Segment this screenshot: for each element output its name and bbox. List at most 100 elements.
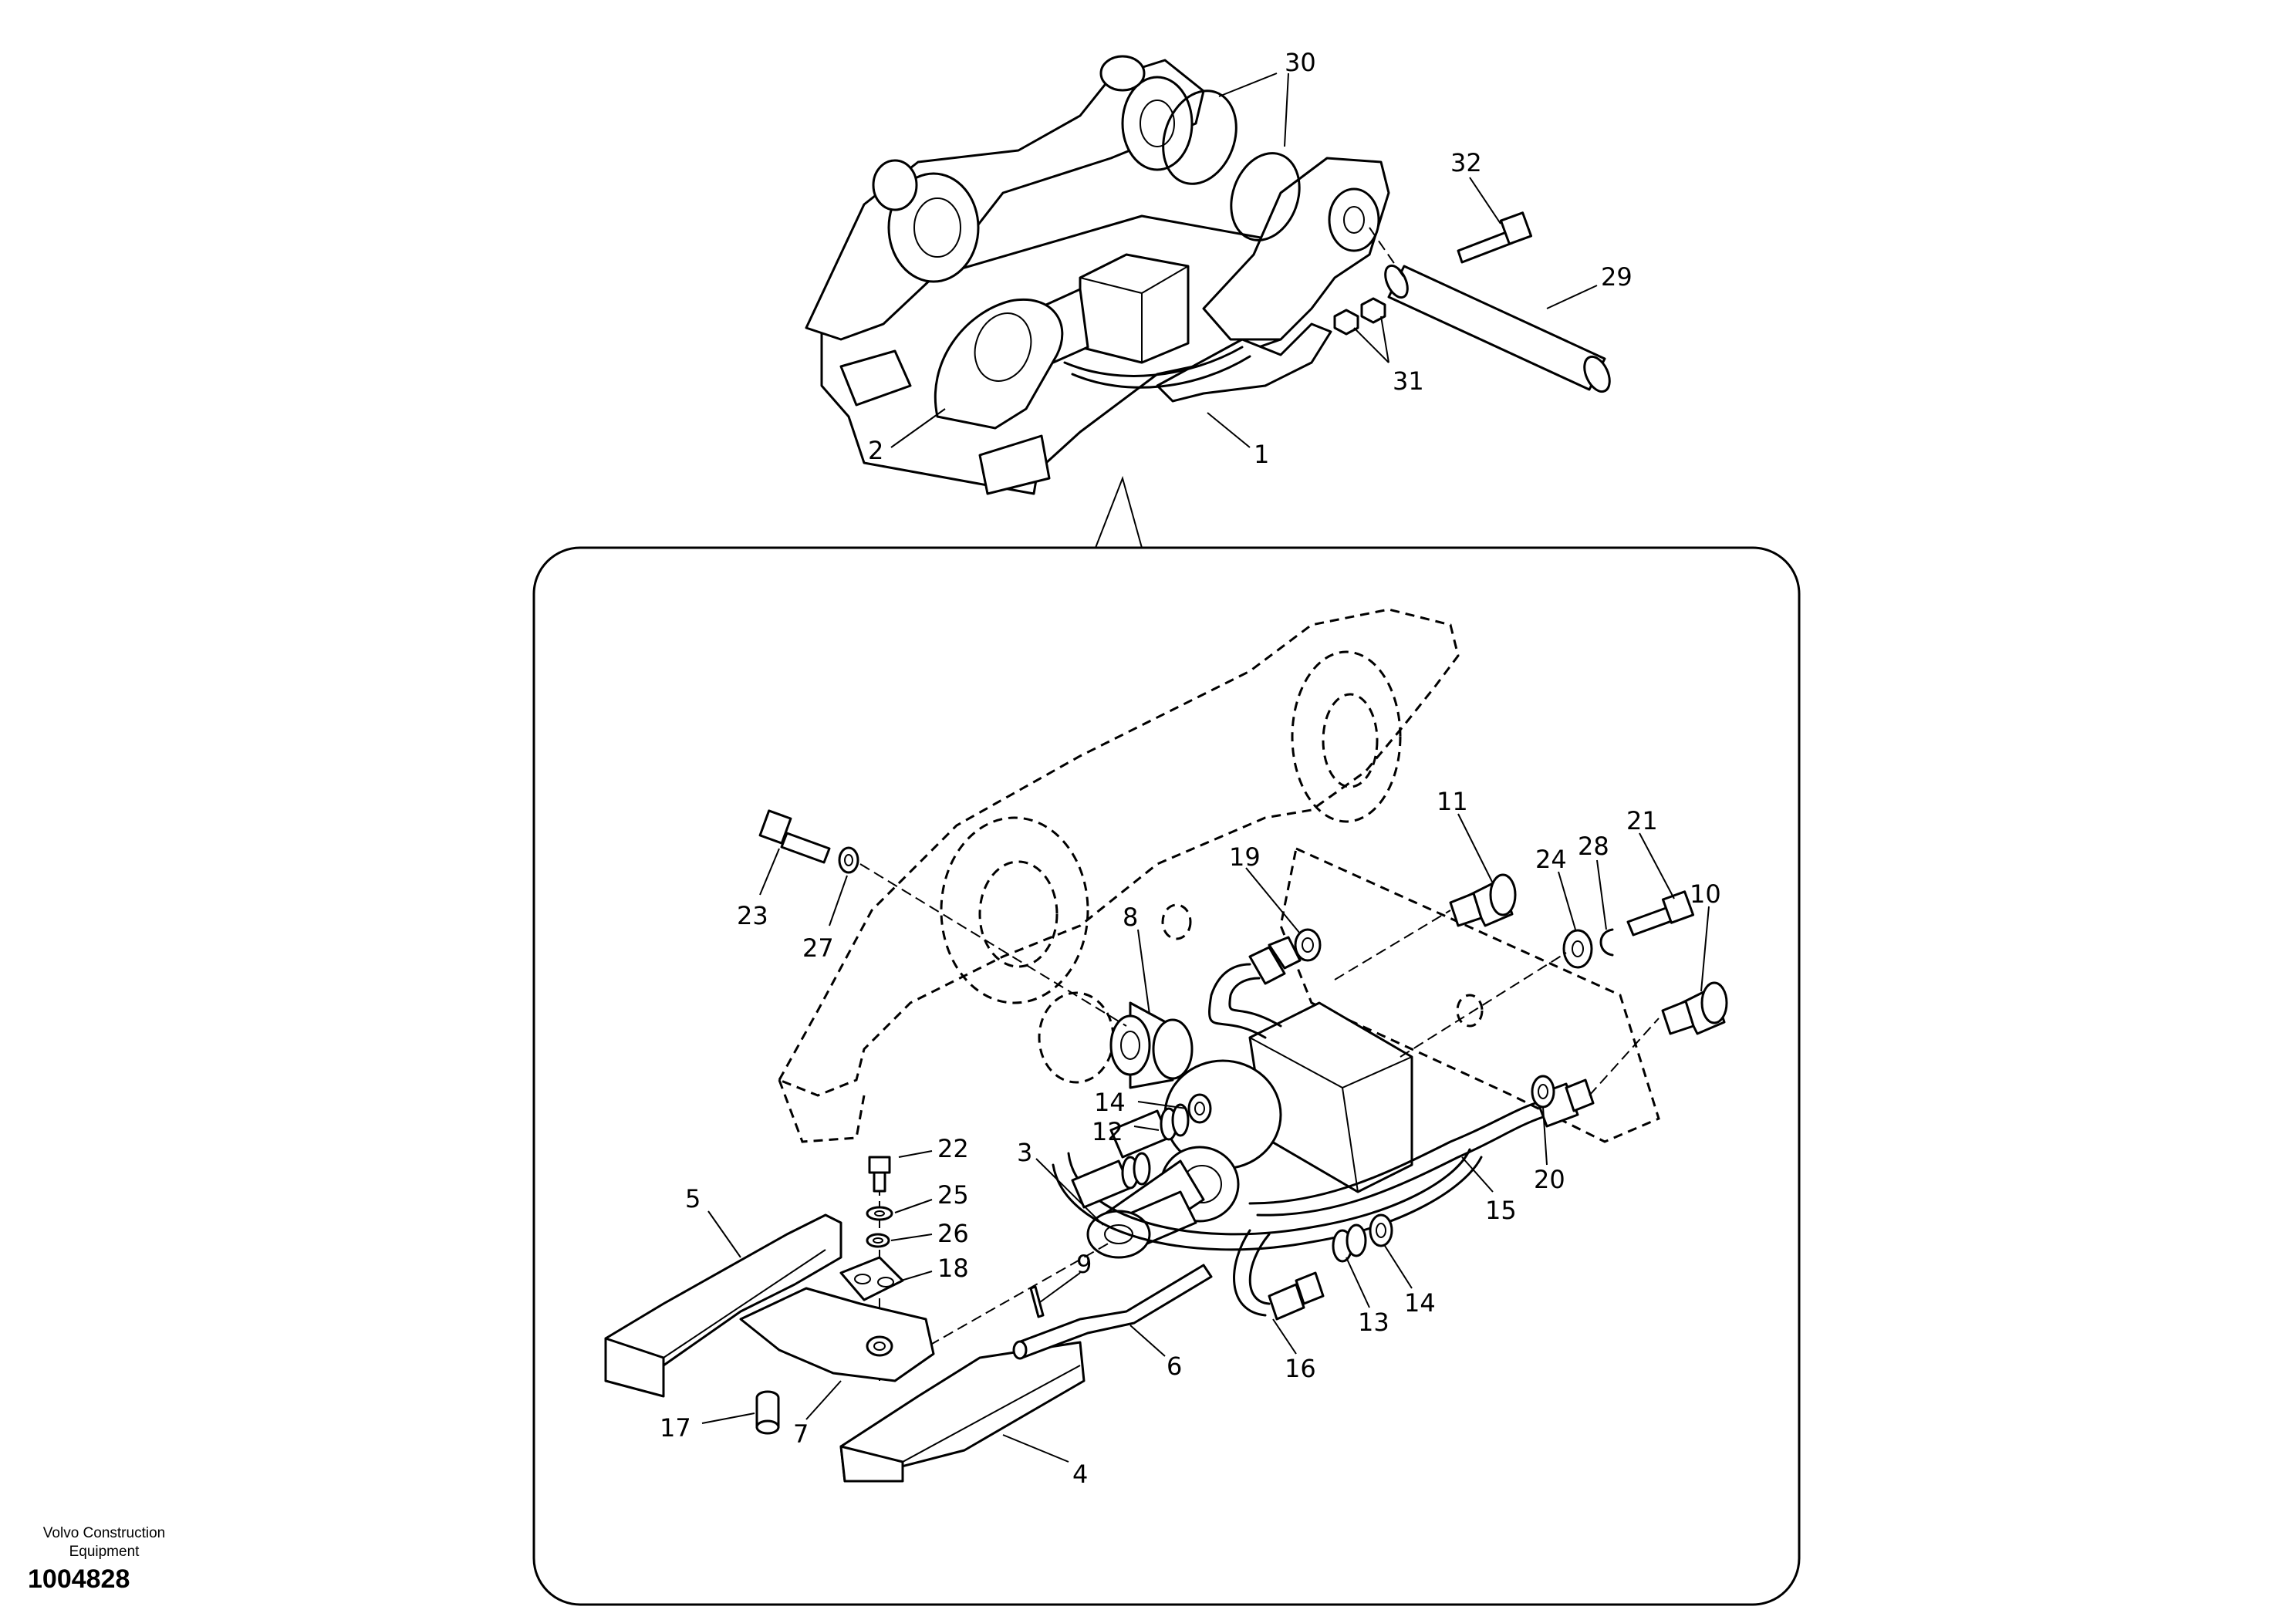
coupler-hook: [1156, 322, 1332, 403]
bolt-32: [1457, 211, 1533, 264]
leader-28: [1596, 859, 1607, 930]
block-4: [839, 1341, 1086, 1483]
callout-30: 30: [1285, 48, 1316, 77]
leader-14b: [1384, 1245, 1413, 1289]
callout-22: 22: [937, 1134, 969, 1163]
fitting-13: [1332, 1223, 1367, 1263]
callout-11: 11: [1437, 787, 1468, 816]
callout-13: 13: [1358, 1308, 1389, 1337]
callout-15: 15: [1485, 1196, 1517, 1225]
ghost-frame: [777, 608, 1460, 1097]
leader-10: [1700, 906, 1710, 992]
block-5: [604, 1213, 842, 1398]
manufacturer-caption: Volvo Construction Equipment: [15, 1524, 193, 1561]
pin-stub: [1071, 1152, 1151, 1209]
bolt-22: [868, 1156, 891, 1193]
nut-31a: [1360, 297, 1386, 324]
callout-7: 7: [793, 1419, 809, 1449]
callout-23: 23: [737, 901, 768, 930]
callout-3: 3: [1017, 1138, 1032, 1167]
leader-27: [829, 875, 848, 926]
leader-26: [890, 1234, 933, 1241]
callout-8: 8: [1123, 903, 1138, 932]
brand-line-1: Volvo Construction: [42, 1525, 166, 1541]
quick-coupler-assembly: [805, 55, 1611, 548]
bushing-8: [1038, 991, 1194, 1089]
washer-25: [866, 1206, 893, 1221]
callout-1: 1: [1254, 440, 1269, 469]
callout-32: 32: [1450, 148, 1482, 177]
leader-22: [898, 1150, 933, 1158]
washer-14b: [1369, 1213, 1393, 1247]
detail-pointer: [1095, 475, 1143, 548]
elbow-fitting-11: [1449, 873, 1517, 927]
leader-31: [1353, 327, 1389, 363]
callout-20: 20: [1534, 1165, 1565, 1194]
pin-17: [755, 1390, 780, 1435]
callout-31: 31: [1393, 366, 1424, 396]
lock-cylinder-block: [1079, 253, 1190, 364]
leader-4: [1002, 1434, 1069, 1463]
hose-upper: [1208, 936, 1302, 1039]
callout-5: 5: [685, 1184, 701, 1213]
leader-7: [805, 1380, 842, 1420]
nut-31b: [1333, 309, 1359, 336]
leader-20: [1542, 1106, 1548, 1166]
callout-6: 6: [1167, 1352, 1182, 1381]
callout-27: 27: [802, 933, 834, 963]
callout-21: 21: [1626, 806, 1658, 835]
leader-25: [894, 1199, 933, 1213]
washer-14a: [1187, 1093, 1212, 1124]
callout-28: 28: [1578, 832, 1609, 861]
washer-24: [1562, 929, 1593, 969]
leader-24: [1558, 871, 1576, 930]
callout-4: 4: [1072, 1460, 1088, 1489]
leader-8: [1137, 929, 1150, 1015]
leader-3: [1035, 1158, 1104, 1226]
bolt-23: [758, 809, 831, 864]
leader-2: [890, 408, 946, 448]
coupler-lower-block-left: [839, 349, 912, 407]
fitting-12: [1109, 1103, 1190, 1159]
callout-labels: 30 32 29 31 2 1 23 27 8 19 11 24 28 21 1…: [660, 48, 1721, 1489]
washer-27: [838, 846, 859, 874]
detail-assembly: [604, 608, 1728, 1483]
callout-25: 25: [937, 1180, 969, 1210]
leader-23: [759, 848, 780, 896]
leader-29: [1546, 285, 1598, 309]
leader-11: [1457, 813, 1494, 884]
o-ring-lower: [1230, 152, 1301, 241]
callout-9: 9: [1076, 1250, 1092, 1279]
callout-14a: 14: [1094, 1088, 1126, 1117]
bracket-18: [839, 1256, 904, 1301]
bolt-21: [1626, 890, 1695, 937]
leader-15: [1461, 1156, 1494, 1193]
pin-boss-upper: [1099, 55, 1146, 92]
callout-24: 24: [1535, 845, 1567, 874]
callout-2: 2: [868, 436, 883, 465]
leader-13: [1346, 1257, 1370, 1308]
elbow-fitting-10: [1661, 981, 1728, 1035]
washer-26: [866, 1233, 890, 1248]
leader-5: [707, 1210, 741, 1258]
callout-16: 16: [1285, 1354, 1316, 1383]
callout-18: 18: [937, 1254, 969, 1283]
pin-boss-top: [1121, 76, 1194, 171]
coupler-hose: [1063, 346, 1244, 377]
leader-14a: [1137, 1101, 1187, 1109]
document-number: 1004828: [28, 1564, 130, 1594]
detail-frame: [532, 546, 1801, 1606]
leader-6: [1129, 1325, 1166, 1357]
washer-19: [1294, 928, 1322, 962]
washer-20: [1531, 1075, 1555, 1109]
hose-loop: [1052, 1156, 1483, 1251]
leader-19: [1245, 867, 1301, 934]
yoke-plate-7: [739, 1287, 935, 1382]
pin-boss-small-left: [872, 159, 918, 211]
o-ring-upper: [1162, 89, 1237, 185]
leader-1: [1207, 412, 1251, 448]
ghost-boss-upper: [1291, 650, 1402, 823]
callout-26: 26: [937, 1219, 969, 1248]
locking-hook-plate: [934, 299, 1064, 430]
